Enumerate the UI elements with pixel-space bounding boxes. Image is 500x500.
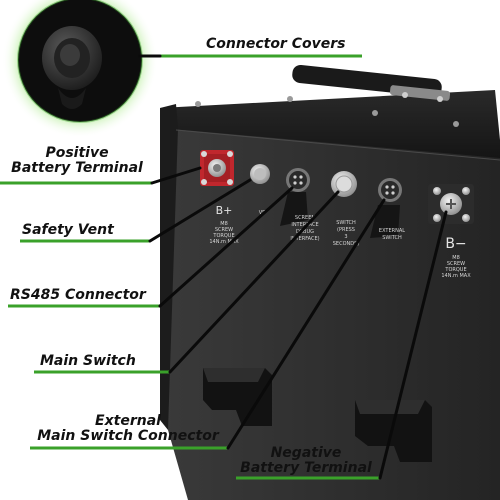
leader-lines — [138, 54, 448, 480]
switch-label-3: 3 — [344, 234, 347, 240]
switch-label-1: SWITCH — [336, 220, 356, 226]
rs485-label-2: INTERFACE — [291, 222, 318, 228]
b-minus-spec-4: 14N.m MAX — [441, 273, 471, 279]
callout-positive-terminal-line-2: Battery Terminal — [11, 160, 143, 176]
b-minus-spec-3: TORQUE — [444, 267, 466, 273]
callout-positive-terminal: Positive Battery Terminal — [4, 146, 150, 176]
external-label-1: EXTERNAL — [379, 228, 405, 234]
panel-labels: B+ M8 SCREW TORQUE 14N.m MAX VE SCREEN I… — [209, 204, 471, 279]
callout-rs485: RS485 Connector — [10, 287, 146, 303]
callout-negative-terminal-line-1: Negative — [270, 445, 342, 461]
callout-connector-covers: Connector Covers — [206, 36, 346, 52]
external-label-2: SWITCH — [382, 235, 402, 241]
leader-safety-vent — [148, 178, 252, 243]
leader-rs485 — [158, 186, 294, 308]
leader-main-switch — [168, 190, 340, 374]
b-plus-spec-4: 14N.m MAX — [209, 239, 239, 245]
rs485-label-1: SCREEN — [295, 215, 315, 221]
leader-positive-terminal — [150, 166, 202, 185]
callout-external-switch-line-1: External — [95, 413, 161, 429]
negative-terminal-icon[interactable] — [428, 184, 474, 224]
rs485-label-4: INTERFACE) — [290, 236, 319, 242]
callout-negative-terminal-line-2: Battery Terminal — [240, 460, 372, 476]
b-plus-spec-1: M8 — [220, 221, 228, 227]
leader-negative-terminal — [378, 210, 448, 480]
b-minus-spec-1: M8 — [452, 255, 460, 261]
b-minus-label: B− — [445, 236, 466, 252]
leader-external-switch — [226, 198, 386, 450]
rs485-label-3: DEBUG — [296, 229, 314, 235]
b-plus-spec-2: SCREW — [215, 227, 233, 233]
callout-safety-vent: Safety Vent — [22, 222, 114, 238]
carry-handle-icon — [292, 65, 451, 102]
connector-cover-icon — [2, 0, 158, 138]
safety-vent-icon — [250, 164, 270, 184]
b-minus-spec-2: SCREW — [447, 261, 465, 267]
foot-bracket-icon — [203, 368, 432, 462]
callout-external-switch-line-2: Main Switch Connector — [37, 428, 219, 444]
external-switch-connector-icon[interactable] — [370, 178, 402, 238]
switch-label-4: SECONDS) — [333, 241, 360, 247]
accent-underlines — [0, 54, 380, 480]
main-switch-icon[interactable] — [331, 171, 357, 197]
b-plus-label: B+ — [216, 204, 233, 217]
rs485-connector-icon[interactable] — [280, 168, 310, 226]
callout-positive-terminal-line-1: Positive — [45, 145, 109, 161]
positive-terminal-icon[interactable] — [200, 150, 234, 186]
b-plus-spec-3: TORQUE — [212, 233, 234, 239]
callout-negative-terminal: Negative Battery Terminal — [232, 446, 380, 476]
callout-external-switch: External Main Switch Connector — [28, 414, 228, 444]
callout-main-switch: Main Switch — [40, 353, 136, 369]
switch-label-2: (PRESS — [337, 227, 355, 233]
